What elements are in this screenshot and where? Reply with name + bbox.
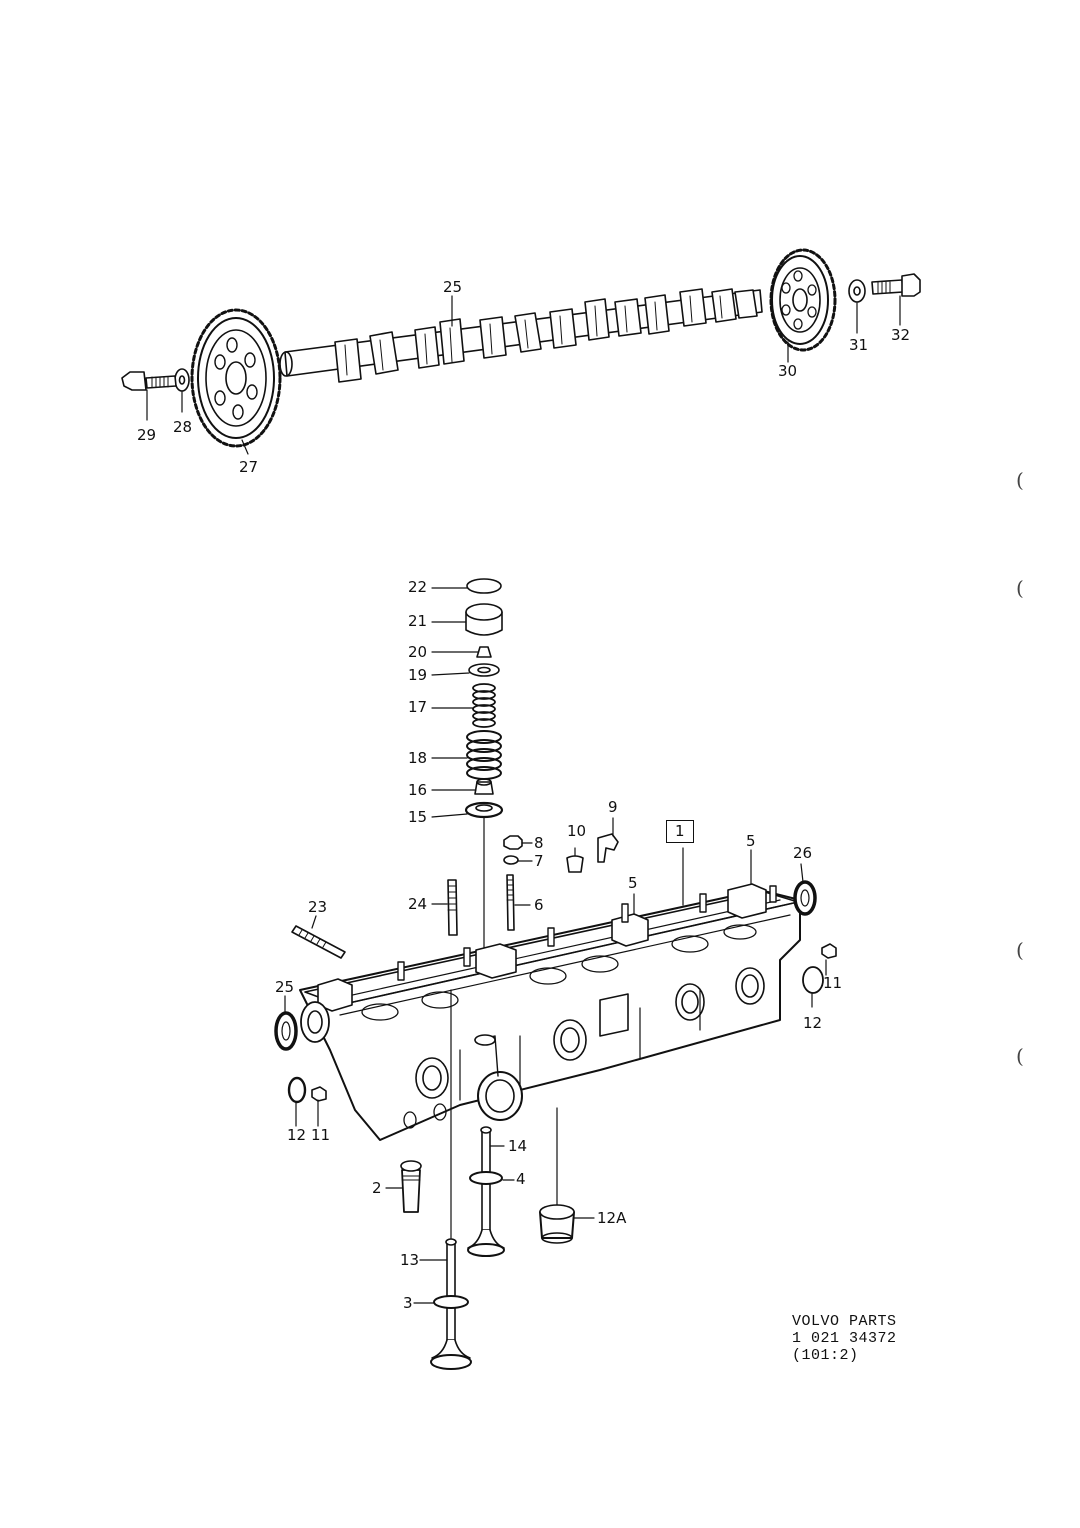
label-9: 9 (608, 798, 618, 816)
label-2: 2 (372, 1179, 382, 1197)
label-12-left: 12 (287, 1126, 307, 1144)
plug-11-left (311, 1086, 327, 1102)
label-26: 26 (793, 844, 813, 862)
stud-24 (447, 879, 458, 936)
camshaft (279, 288, 763, 383)
stud-23 (291, 925, 346, 959)
footer-line-3: (101:2) (792, 1347, 859, 1364)
label-4: 4 (516, 1170, 526, 1188)
label-5-right: 5 (746, 832, 756, 850)
label-5-left: 5 (628, 874, 638, 892)
footer-line-2: 1 021 34372 (792, 1330, 897, 1347)
plug-10 (566, 855, 584, 873)
label-22: 22 (408, 578, 428, 596)
plug-11-right (821, 943, 837, 959)
label-17: 17 (408, 698, 428, 716)
margin-mark: ( (1016, 576, 1024, 600)
label-12A: 12A (597, 1209, 627, 1227)
bolt-32 (871, 273, 921, 297)
label-1-assembly: 1 (666, 820, 694, 843)
cylinder-head (299, 883, 801, 1141)
label-13: 13 (400, 1251, 420, 1269)
sprocket-left (190, 308, 282, 448)
label-15: 15 (408, 808, 428, 826)
label-10: 10 (567, 822, 587, 840)
label-20: 20 (408, 643, 428, 661)
label-11-left: 11 (311, 1126, 331, 1144)
plug-12-left (287, 1076, 307, 1104)
label-3: 3 (403, 1294, 413, 1312)
margin-mark: ( (1016, 468, 1024, 492)
label-27: 27 (239, 458, 259, 476)
washer-31 (848, 279, 866, 303)
washer-28 (174, 368, 190, 392)
label-11-right: 11 (823, 974, 843, 992)
label-29: 29 (137, 426, 157, 444)
label-28: 28 (173, 418, 193, 436)
plug-12A (539, 1107, 575, 1244)
label-8: 8 (534, 834, 544, 852)
stud-nut-6-7-8 (503, 835, 523, 931)
label-32: 32 (891, 326, 911, 344)
label-6: 6 (534, 896, 544, 914)
label-12-right: 12 (803, 1014, 823, 1032)
label-24: 24 (408, 895, 428, 913)
label-21: 21 (408, 612, 428, 630)
label-30: 30 (778, 362, 798, 380)
label-16: 16 (408, 781, 428, 799)
clip-9 (597, 833, 619, 863)
intake-valve-13 (430, 989, 472, 1370)
sprocket-right (769, 248, 837, 352)
label-7: 7 (534, 852, 544, 870)
parts-reference-footer: VOLVO PARTS 1 021 34372 (101:2) (792, 1313, 897, 1364)
seal-26 (793, 880, 817, 916)
plug-12-right (802, 966, 824, 994)
label-25-seal: 25 (275, 978, 295, 996)
margin-mark: ( (1016, 1044, 1024, 1068)
valve-guide-2 (400, 1160, 422, 1213)
label-18: 18 (408, 749, 428, 767)
label-25-camshaft: 25 (443, 278, 463, 296)
label-19: 19 (408, 666, 428, 684)
margin-mark: ( (1016, 938, 1024, 962)
label-31: 31 (849, 336, 869, 354)
seal-25 (274, 1011, 298, 1051)
label-23: 23 (308, 898, 328, 916)
exhaust-valve-14 (467, 1126, 505, 1257)
label-14: 14 (508, 1137, 528, 1155)
bolt-29 (121, 371, 177, 391)
footer-line-1: VOLVO PARTS (792, 1313, 897, 1330)
